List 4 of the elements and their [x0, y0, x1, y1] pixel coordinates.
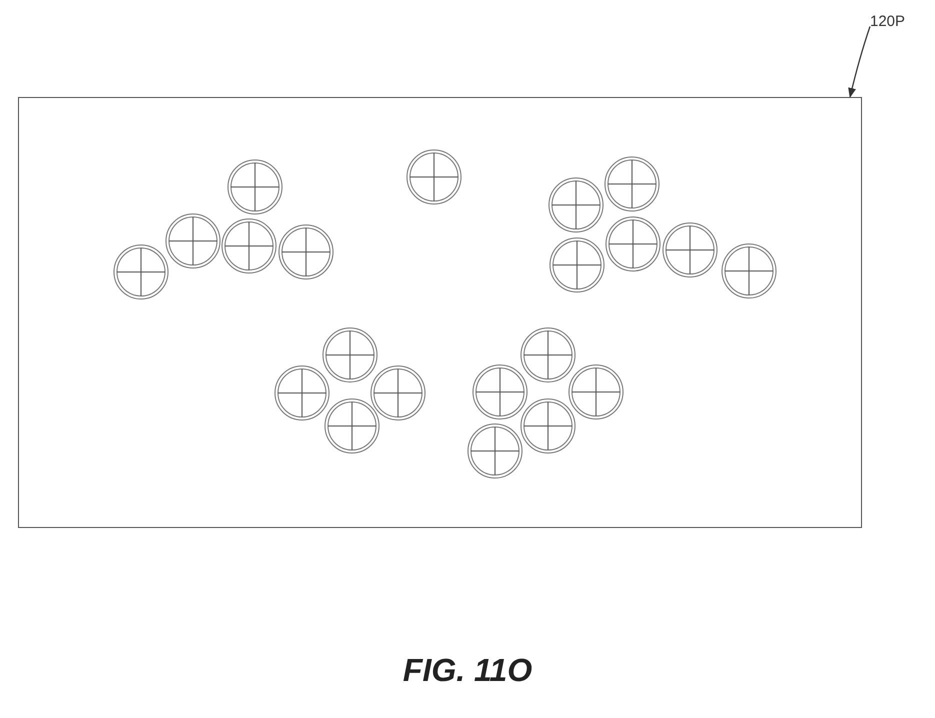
controller-panel	[18, 97, 862, 528]
reference-numeral: 120P	[870, 13, 906, 31]
figure-caption: FIG. 11O	[402, 652, 532, 688]
leader-arrow	[848, 26, 871, 98]
